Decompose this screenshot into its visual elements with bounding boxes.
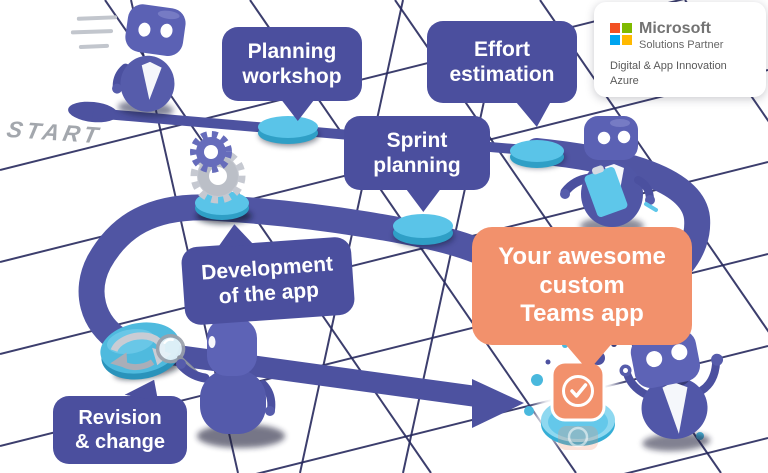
arrow-shaft (141, 341, 491, 408)
gears-milestone (190, 131, 252, 224)
teams-app-launch (524, 339, 704, 450)
check-circle-icon (562, 375, 594, 407)
bubble-development: Development of the app (180, 236, 356, 326)
speed-lines (70, 15, 118, 50)
app-icon (550, 360, 606, 422)
badge-program: Solutions Partner (639, 38, 724, 51)
robot-runner (70, 4, 186, 117)
bubble-development-label: Development of the app (200, 252, 334, 309)
robot-revision (176, 318, 285, 448)
milestone-disc-effort (510, 140, 565, 168)
ms-logo-yellow (622, 35, 632, 45)
revision-milestone (100, 322, 199, 380)
microsoft-partner-badge: Microsoft Solutions Partner Digital & Ap… (594, 2, 766, 97)
robot-happy (619, 329, 724, 452)
robot-clipboard (560, 116, 658, 235)
arrow-right-icon (472, 379, 524, 428)
clipboard-icon (584, 165, 628, 218)
bubble-teams-app-label: Your awesome custom Teams app (498, 242, 666, 328)
journey-path (68, 101, 711, 428)
ms-logo-green (622, 23, 632, 33)
bubble-sprint-planning: Sprint planning (344, 116, 490, 212)
badge-brand: Microsoft (639, 20, 711, 37)
bubble-teams-app: Your awesome custom Teams app (472, 227, 692, 371)
gears-icon (190, 131, 246, 204)
badge-area: Azure (610, 74, 639, 87)
badge-specialization: Digital & App Innovation (610, 59, 727, 72)
microsoft-four-squares-icon (610, 23, 632, 45)
bubble-effort-estimation-label: Effort estimation (449, 37, 555, 86)
path-main-loop (78, 138, 711, 361)
milestone-disc-planning (258, 116, 319, 146)
milestone-disc-sprint (393, 214, 454, 247)
bubble-revision: Revision & change (53, 396, 187, 464)
bubble-planning-workshop-label: Planning workshop (242, 39, 342, 88)
bubble-effort-estimation: Effort estimation (427, 21, 577, 103)
bubble-revision-label: Revision & change (74, 407, 166, 453)
ms-logo-blue (610, 35, 620, 45)
ms-logo-red (610, 23, 620, 33)
bubble-sprint-planning-label: Sprint planning (373, 128, 461, 177)
bubble-planning-workshop: Planning workshop (222, 27, 362, 121)
